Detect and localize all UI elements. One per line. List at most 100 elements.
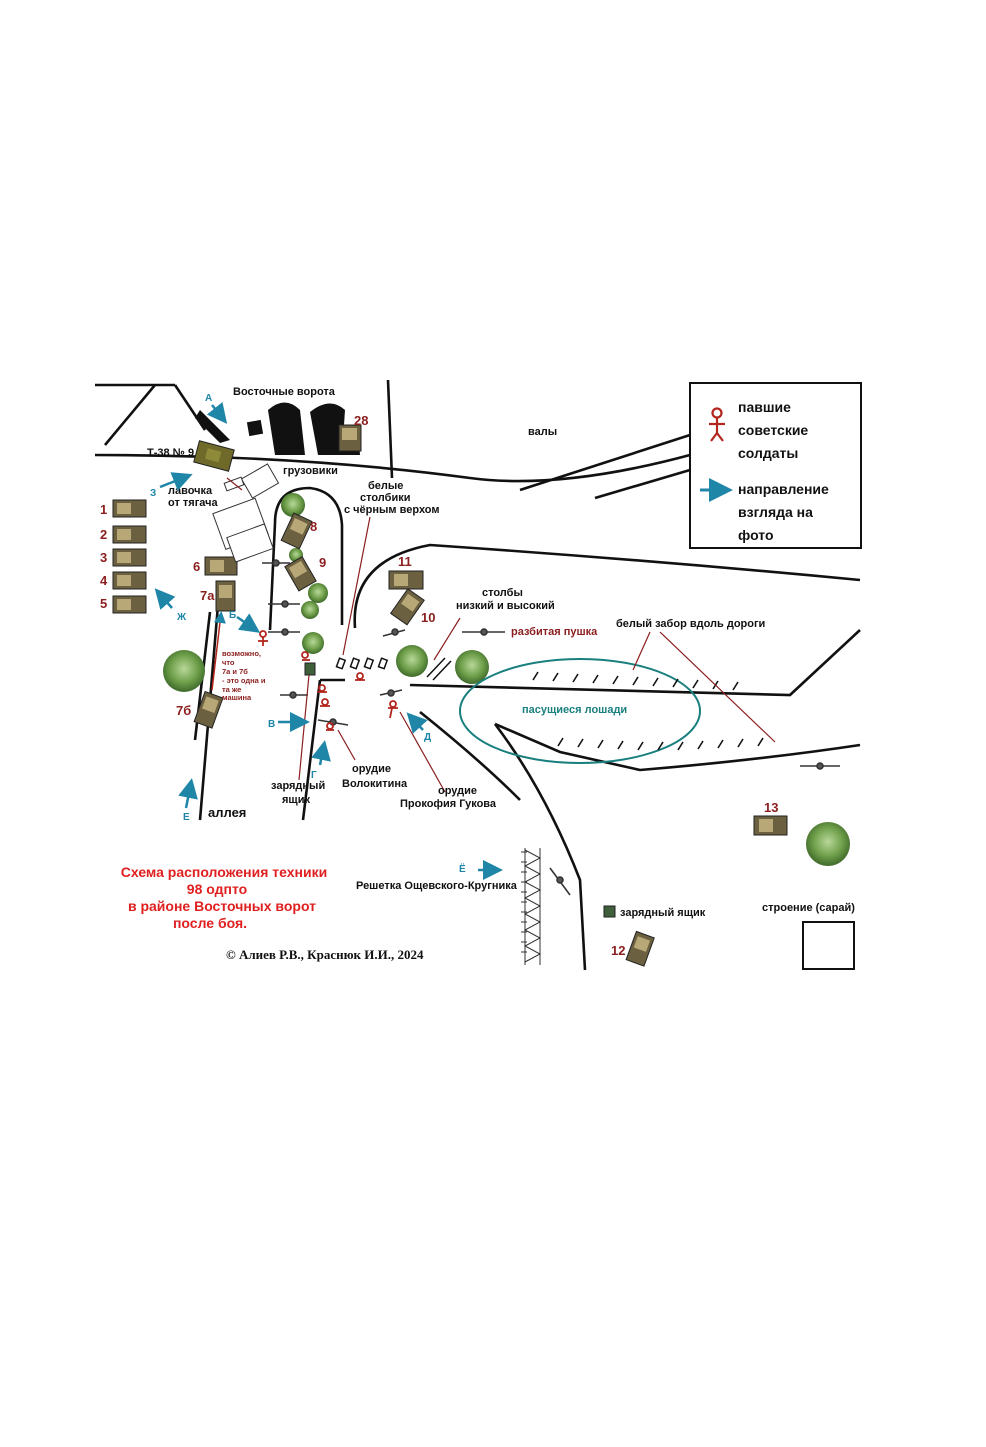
svg-text:98 одпто: 98 одпто: [187, 881, 247, 897]
broken-gun-label: разбитая пушка: [511, 626, 598, 638]
grate-icon: [521, 848, 542, 965]
tree-icon: [281, 493, 305, 517]
vehicle-numbers: 1 2 3 4 5 6 7а 7б 8 9 10 11 12 13 28: [100, 413, 778, 958]
vehicle-number: 11: [398, 554, 412, 569]
photo-point-d: Д: [424, 732, 431, 743]
tree-icon: [163, 650, 205, 692]
svg-text:7а и 7б: 7а и 7б: [222, 667, 248, 676]
east-gate-label: Восточные ворота: [233, 386, 336, 398]
trucks-label: грузовики: [283, 465, 338, 477]
white-fence: [532, 671, 764, 751]
arrow-zh-icon: [154, 588, 176, 610]
tree-icon: [302, 632, 324, 654]
ammo-box-1-icon: [304, 662, 316, 676]
ammo-box-1-label-1: зарядный: [271, 780, 325, 792]
photo-point-a: А: [205, 393, 212, 404]
bench-label-1: лавочка: [168, 485, 213, 497]
legend-fallen-2: советские: [738, 422, 808, 438]
valy-label: валы: [528, 426, 557, 438]
vehicle-number: 9: [319, 555, 326, 570]
gun-icon: [379, 689, 403, 697]
white-fence-label: белый забор вдоль дороги: [616, 618, 765, 630]
photo-point-e: Е: [183, 812, 190, 823]
legend-fallen-1: павшие: [738, 399, 791, 415]
vehicle-8: [280, 512, 313, 550]
arrow-d-icon: [406, 712, 428, 734]
white-posts-label-1: белые: [368, 480, 403, 492]
fallen-soldier-icon: [388, 700, 398, 719]
tree-icon: [396, 645, 428, 677]
horse-field: [459, 658, 701, 764]
photo-arrows: [154, 402, 503, 880]
vehicle-13: [753, 815, 788, 836]
gun-icon: [262, 559, 290, 567]
vehicle-2: [112, 525, 147, 544]
fallen-soldier-icon: [301, 651, 310, 661]
vehicle-number: 12: [611, 943, 625, 958]
gun-icon: [268, 600, 300, 608]
volokitin-gun-label-2: Волокитина: [342, 778, 408, 790]
vehicle-number: 2: [100, 527, 107, 542]
fallen-soldier-icon: [320, 698, 330, 707]
arrow-g-icon: [311, 740, 331, 766]
photo-point-z: З: [150, 488, 156, 499]
svg-text:- это одна и: - это одна и: [222, 676, 266, 685]
photo-point-zh: Ж: [176, 612, 187, 623]
horses-label: пасущиеся лошади: [522, 704, 627, 716]
vehicle-1: [112, 499, 147, 518]
t38-tank: [193, 440, 235, 472]
white-posts: [335, 657, 389, 670]
vehicle-number: 3: [100, 550, 107, 565]
poles: [426, 657, 452, 681]
vehicle-5: [112, 595, 147, 614]
vehicle-number: 6: [193, 559, 200, 574]
bench-label-2: от тягача: [168, 497, 219, 509]
vehicle-28: [338, 424, 362, 452]
ammo-box-1-label-2: ящик: [282, 794, 310, 806]
vehicle-10: [389, 588, 425, 626]
gun-icon: [280, 691, 308, 699]
tree-icon: [308, 583, 328, 603]
fallen-soldier-icon: [355, 672, 365, 681]
legend-direction-3: фото: [738, 527, 774, 543]
arrow-z-icon: [159, 472, 193, 491]
poles-label-1: столбы: [482, 587, 523, 599]
vehicle-7a: [215, 580, 236, 612]
photo-point-v: В: [268, 719, 275, 730]
vehicle-number: 5: [100, 596, 107, 611]
trees: [163, 493, 850, 866]
gun-icon: [462, 628, 505, 636]
vehicle-number: 13: [764, 800, 778, 815]
vehicle-number: 28: [354, 413, 368, 428]
gukov-gun-label-2: Прокофия Гукова: [400, 798, 497, 810]
gun-icon: [382, 628, 406, 637]
vehicle-4: [112, 571, 147, 590]
fallen-soldier-icon: [317, 684, 327, 693]
photo-point-g: Г: [311, 770, 317, 781]
svg-text:в районе Восточных ворот: в районе Восточных ворот: [128, 898, 316, 914]
vehicle-number: 1: [100, 502, 107, 517]
vehicle-11: [388, 570, 424, 590]
svg-text:та же: та же: [222, 685, 241, 694]
trucks-wreck: [212, 463, 280, 563]
photo-point-letters: А Б В Г Д Е Ё Ж З: [150, 393, 466, 875]
fallen-soldier-icon: [326, 722, 334, 731]
svg-text:возможно,: возможно,: [222, 649, 261, 658]
alley-label: аллея: [208, 805, 246, 820]
maybe-note: возможно, что 7а и 7б - это одна и та же…: [222, 649, 266, 702]
ammo-box-2-label: зарядный ящик: [620, 907, 706, 919]
t38-label: Т-38 № 9: [147, 447, 194, 459]
vehicle-6: [204, 556, 238, 576]
grate-label: Решетка Ощевского-Кругника: [356, 880, 518, 892]
white-posts-label-2: столбики: [360, 492, 410, 504]
arrow-a-icon: [206, 402, 228, 424]
vehicle-7b: [193, 690, 224, 729]
vehicle-3: [112, 548, 147, 567]
svg-text:что: что: [222, 658, 235, 667]
vehicle-number: 10: [421, 610, 435, 625]
legend-direction-1: направление: [738, 481, 829, 497]
shed-box: [802, 921, 855, 970]
legend-fallen-3: солдаты: [738, 445, 798, 461]
photo-point-b: Б: [229, 610, 236, 621]
fallen-soldiers: [258, 630, 398, 731]
